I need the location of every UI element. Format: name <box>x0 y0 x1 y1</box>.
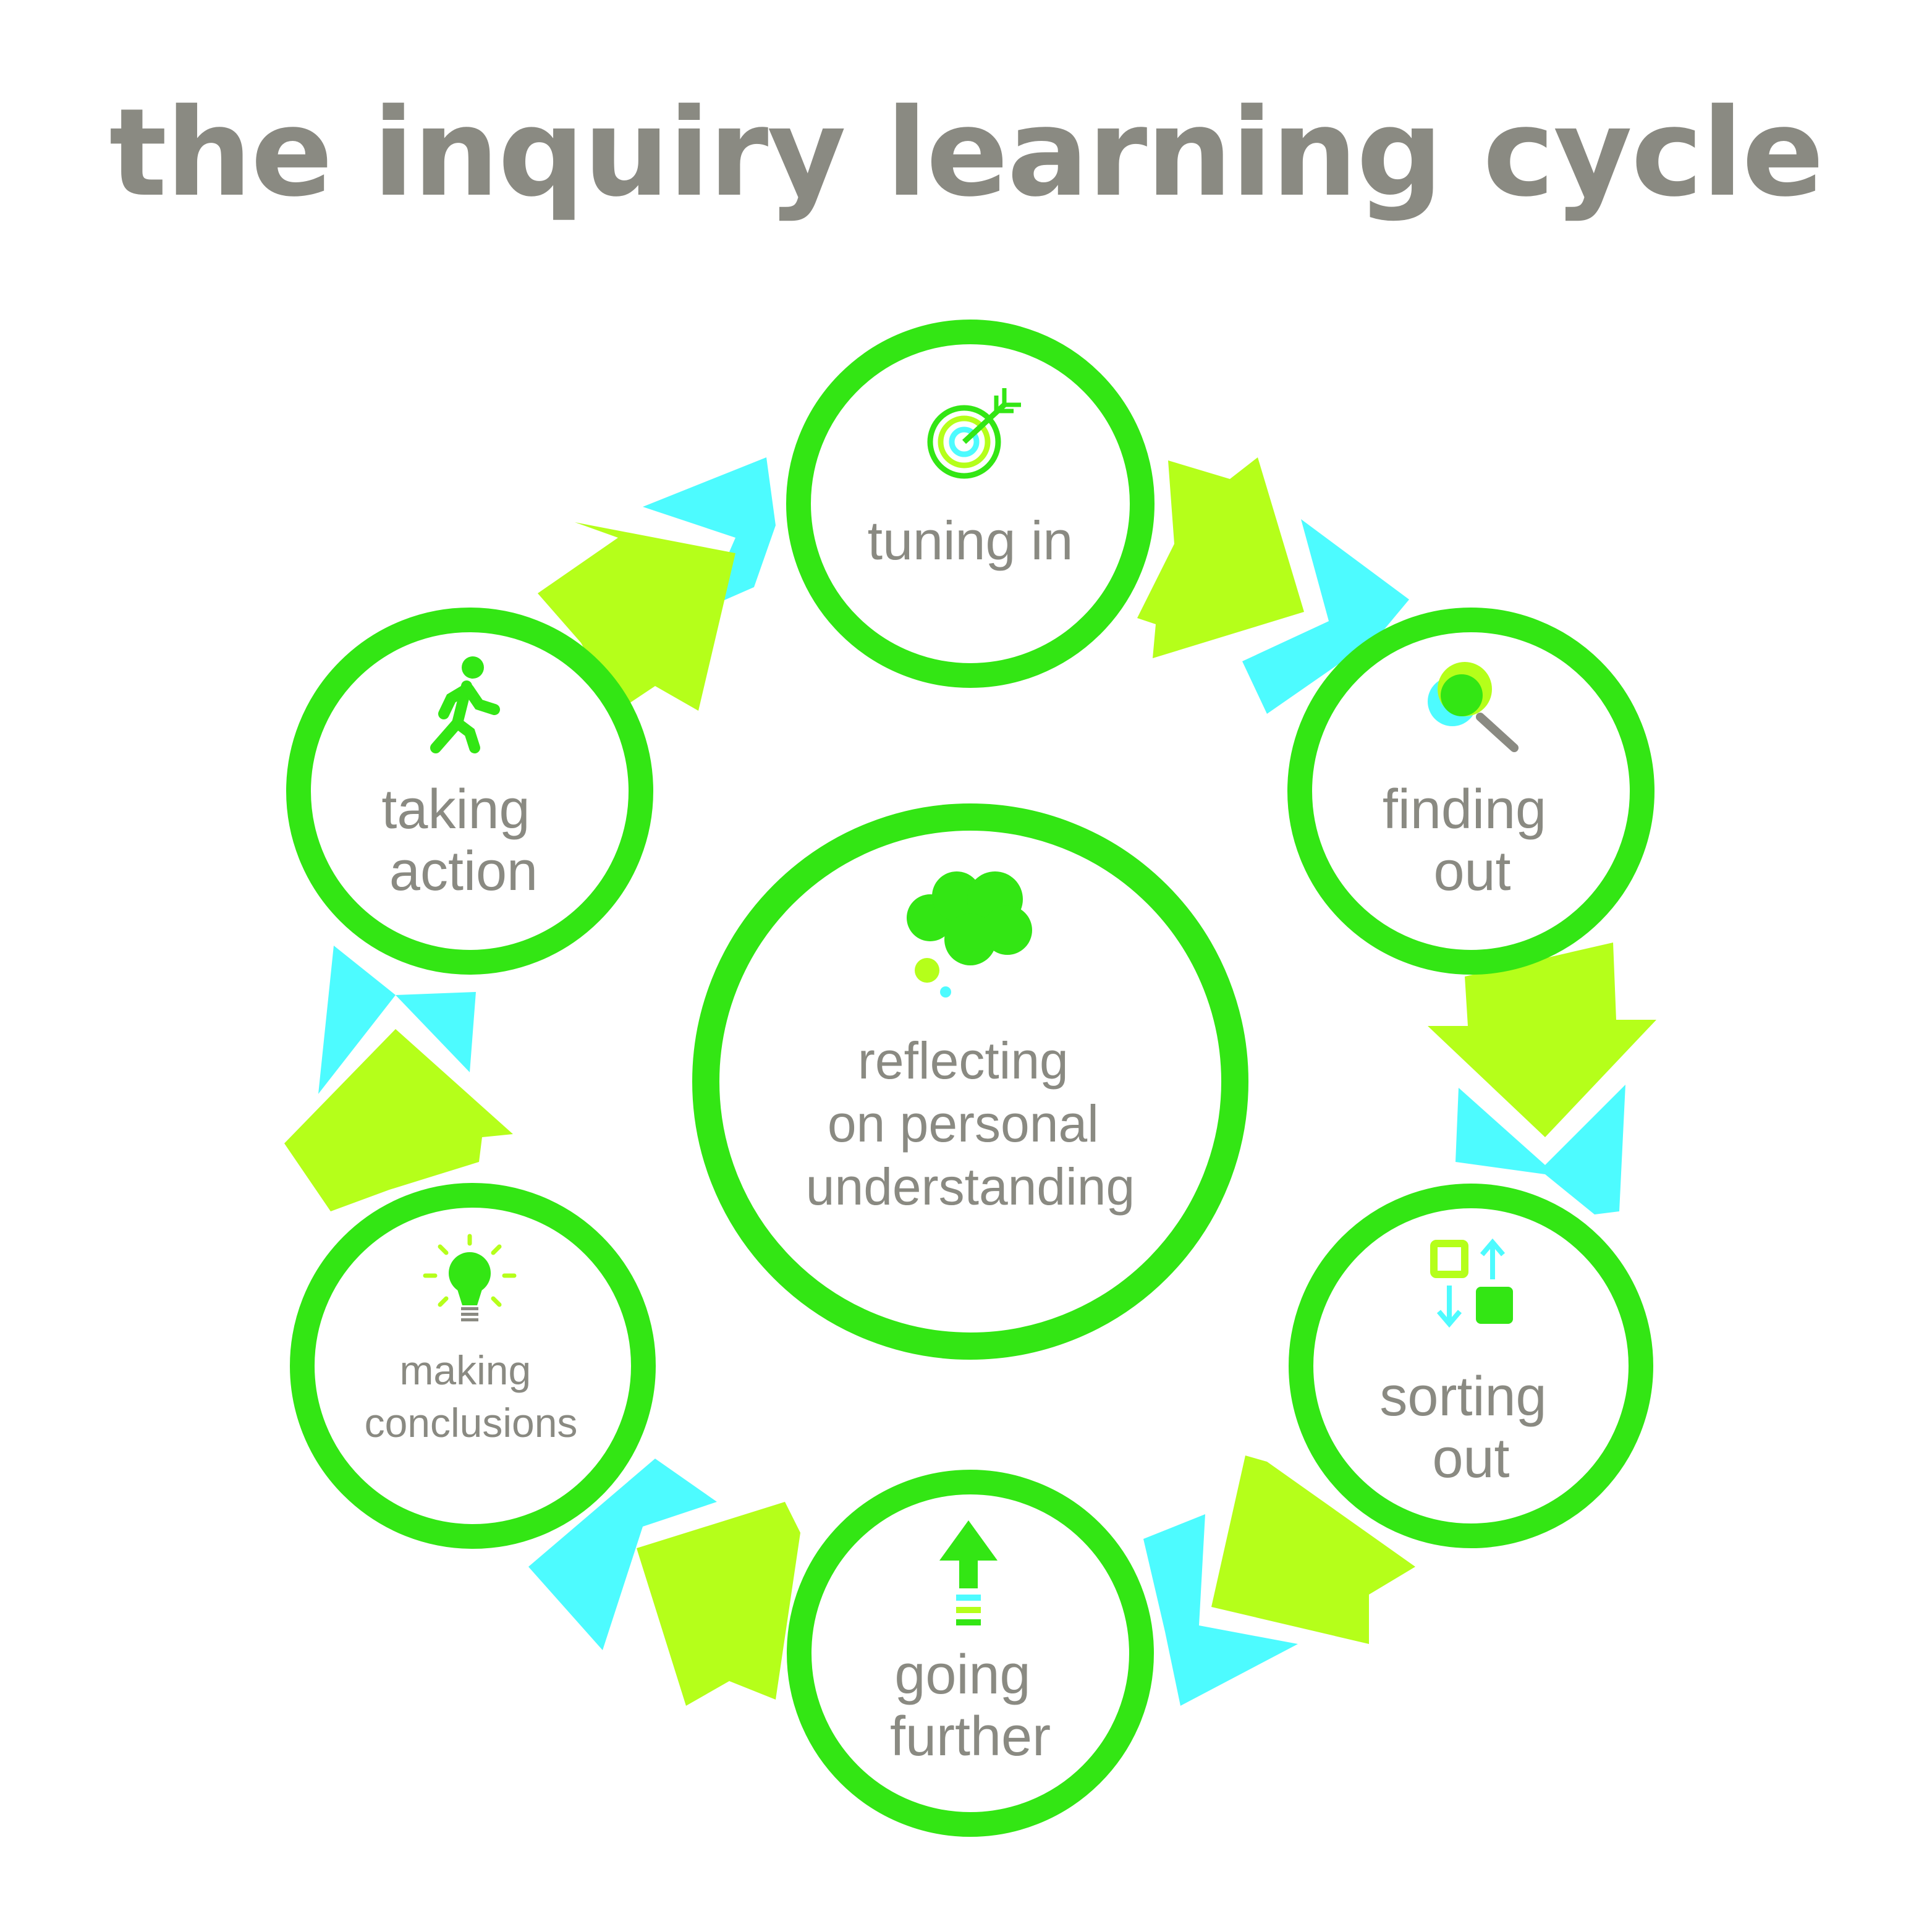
target-icon <box>927 388 1021 479</box>
stage-label-finding-out: finding out <box>1383 779 1562 902</box>
stage-taking-action <box>286 608 653 975</box>
stage-finding-out <box>1287 608 1654 975</box>
center-reflecting <box>692 803 1248 1360</box>
arrow-taking-action-to-tuning-in <box>538 457 776 711</box>
arrow-tuning-in-to-finding-out <box>1137 457 1409 714</box>
stage-sorting-out <box>1289 1184 1653 1548</box>
stage-label-tuning-in: tuning in <box>868 510 1074 571</box>
stage-going-further <box>787 1470 1154 1837</box>
stage-label-making-conclusions: making conclusions <box>365 1347 578 1446</box>
stage-label-going-further: going further <box>890 1644 1051 1768</box>
arrow-making-conclusions-to-taking-action <box>284 946 513 1211</box>
arrow-finding-out-to-sorting-out <box>1428 943 1656 1214</box>
sort-blocks-icon <box>1430 1238 1513 1328</box>
stage-label-taking-action: taking action <box>381 779 545 902</box>
arrow-going-further-to-making-conclusions <box>528 1459 800 1706</box>
lightbulb-icon <box>423 1234 517 1321</box>
stage-tuning-in <box>786 320 1155 688</box>
stage-label-sorting-out: sorting out <box>1379 1366 1562 1489</box>
center-label: reflecting on personal understanding <box>806 1032 1135 1216</box>
walking-person-icon <box>430 656 500 753</box>
up-arrow-icon <box>939 1520 998 1625</box>
page-title: the inquiry learning cycle <box>109 83 1824 224</box>
magnifier-icon <box>1428 662 1519 752</box>
thought-cloud-icon <box>907 871 1032 998</box>
stage-making-conclusions <box>290 1183 656 1549</box>
arrow-sorting-out-to-going-further <box>1143 1455 1415 1706</box>
